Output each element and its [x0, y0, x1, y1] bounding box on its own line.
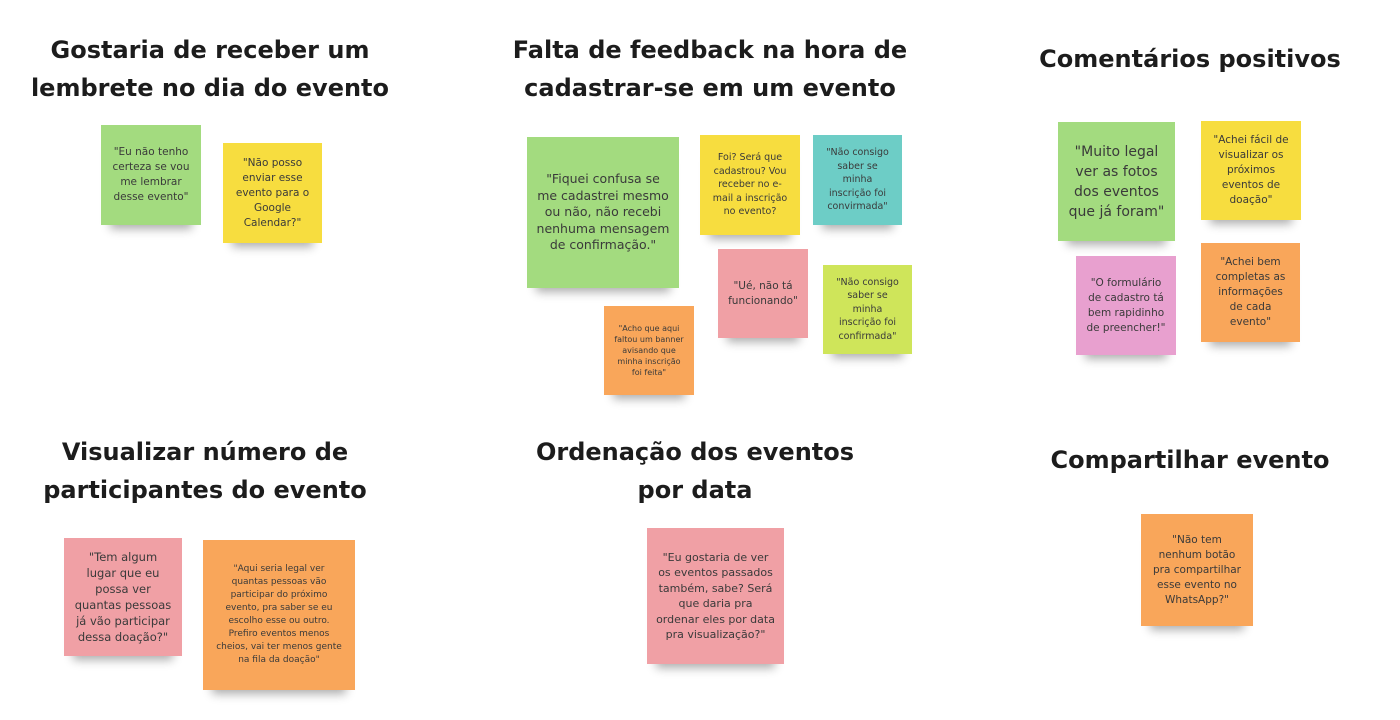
sticky-note[interactable]: "Não consigo saber se minha inscrição fo… [813, 135, 902, 225]
sticky-note-text: "Achei bem completas as informações de c… [1215, 256, 1286, 328]
sticky-note[interactable]: "Eu gostaria de ver os eventos passados … [647, 528, 784, 664]
sticky-note-text: "Muito legal ver as fotos dos eventos qu… [1068, 143, 1165, 220]
group-title-ordenacao: Ordenação dos eventos por data [535, 438, 855, 504]
group-title-positivos: Comentários positivos [1039, 45, 1341, 73]
sticky-note-text: "Achei fácil de visualizar os próximos e… [1213, 134, 1289, 206]
sticky-note-text: "Eu não tenho certeza se vou me lembrar … [112, 146, 190, 203]
sticky-note[interactable]: "Não consigo saber se minha inscrição fo… [823, 265, 912, 354]
sticky-note[interactable]: "Ué, não tá funcionando" [718, 249, 808, 338]
sticky-note[interactable]: "Eu não tenho certeza se vou me lembrar … [101, 125, 201, 225]
sticky-note-text: "Fiquei confusa se me cadastrei mesmo ou… [536, 171, 670, 253]
group-title-compartilhar: Compartilhar evento [1050, 446, 1330, 474]
sticky-note[interactable]: "Achei fácil de visualizar os próximos e… [1201, 121, 1301, 220]
sticky-note[interactable]: "Tem algum lugar que eu possa ver quanta… [64, 538, 182, 656]
sticky-note-text: "Não tem nenhum botão pra compartilhar e… [1153, 533, 1241, 606]
sticky-note-text: "Acho que aqui faltou um banner avisando… [614, 324, 684, 377]
sticky-note-text: "Ué, não tá funcionando" [728, 279, 798, 307]
sticky-note[interactable]: "Aqui seria legal ver quantas pessoas vã… [203, 540, 355, 690]
group-title-participantes: Visualizar número de participantes do ev… [43, 438, 367, 504]
sticky-note-text: Foi? Será que cadastrou? Vou receber no … [712, 152, 788, 218]
sticky-note[interactable]: "Não tem nenhum botão pra compartilhar e… [1141, 514, 1253, 626]
sticky-note-text: "O formulário de cadastro tá bem rapidin… [1086, 276, 1166, 334]
sticky-note-text: "Não posso enviar esse evento para o Goo… [235, 156, 310, 229]
sticky-note-text: "Não consigo saber se minha inscrição fo… [826, 147, 889, 213]
sticky-note-text: "Tem algum lugar que eu possa ver quanta… [74, 550, 172, 644]
sticky-note-text: "Eu gostaria de ver os eventos passados … [656, 550, 775, 642]
sticky-note[interactable]: "Muito legal ver as fotos dos eventos qu… [1058, 122, 1175, 241]
sticky-note-text: "Não consigo saber se minha inscrição fo… [836, 276, 899, 342]
sticky-note-text: "Aqui seria legal ver quantas pessoas vã… [216, 564, 342, 665]
sticky-note[interactable]: Foi? Será que cadastrou? Vou receber no … [700, 135, 800, 235]
sticky-note[interactable]: "Não posso enviar esse evento para o Goo… [223, 143, 322, 243]
sticky-note[interactable]: "O formulário de cadastro tá bem rapidin… [1076, 256, 1176, 355]
sticky-note[interactable]: "Fiquei confusa se me cadastrei mesmo ou… [527, 137, 679, 288]
group-title-lembrete: Gostaria de receber um lembrete no dia d… [30, 36, 390, 102]
sticky-note[interactable]: "Achei bem completas as informações de c… [1201, 243, 1300, 342]
group-title-feedback: Falta de feedback na hora de cadastrar-s… [512, 36, 908, 102]
sticky-note[interactable]: "Acho que aqui faltou um banner avisando… [604, 306, 694, 395]
